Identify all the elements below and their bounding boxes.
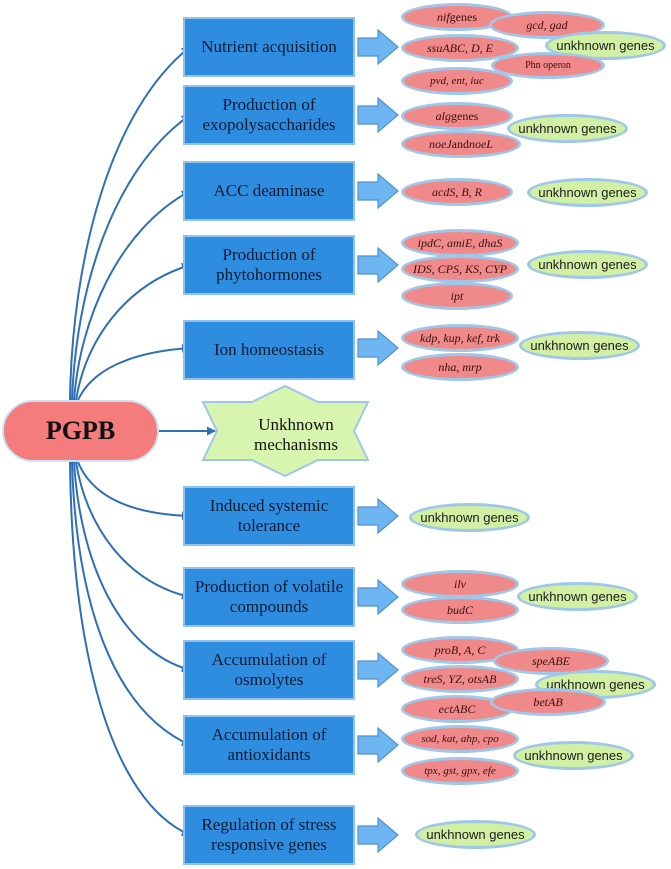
box-antioxidants: Accumulation of antioxidants xyxy=(183,715,355,775)
gene-italic: alg xyxy=(435,108,451,123)
block-arrow xyxy=(357,651,399,689)
gene-oval-gcd: gcd, gad xyxy=(489,11,605,39)
gene-oval-tre: treS, YZ, otsAB xyxy=(401,665,519,693)
block-arrow xyxy=(357,497,399,535)
gene-italic: noeL xyxy=(468,136,493,151)
gene-italic: noeJ xyxy=(429,136,452,151)
gene-oval-alg: alg genes xyxy=(401,102,513,130)
pgpb-node: PGPB xyxy=(2,400,159,462)
unknown-mechanisms-line1: Unkhnown xyxy=(258,415,334,434)
unknown-genes-oval: unkhnown genes xyxy=(409,503,530,532)
unknown-mechanisms-star xyxy=(201,384,370,478)
gene-plain: genes xyxy=(451,108,479,123)
box-nutrient-acquisition: Nutrient acquisition xyxy=(183,17,355,77)
box-volatile-compounds: Production of volatile compounds xyxy=(183,567,355,627)
arrow-to-osmolytes xyxy=(73,461,191,673)
gene-plain: Phn operon xyxy=(525,60,571,71)
unknown-genes-oval: unkhnown genes xyxy=(415,820,536,849)
connector-arrows xyxy=(69,46,216,836)
gene-oval-pvd: pvd, ent, iuc xyxy=(401,67,513,95)
block-arrow xyxy=(357,726,399,764)
box-induced-systemic-tolerance: Induced systemic tolerance xyxy=(183,486,355,546)
arrow-to-phytohormones xyxy=(75,263,191,401)
box-acc-deaminase: ACC deaminase xyxy=(183,161,355,221)
block-arrows xyxy=(357,28,399,854)
arrow-to-volatile xyxy=(75,461,191,600)
arrow-to-ion xyxy=(77,344,191,401)
unknown-genes-oval: unkhnown genes xyxy=(527,250,648,279)
box-exopolysaccharides: Production of exopolysaccharides xyxy=(183,85,355,145)
arrow-to-regulation xyxy=(69,461,191,836)
unknown-mechanisms-label: Unkhnown mechanisms xyxy=(232,415,360,455)
gene-oval-sod: sod, kat, ahp, cpo xyxy=(401,725,519,753)
block-arrow xyxy=(357,816,399,854)
gene-oval-nha: nha, mrp xyxy=(401,353,519,381)
gene-oval-ilv: ilv xyxy=(401,570,519,598)
box-phytohormones: Production of phytohormones xyxy=(183,235,355,295)
gene-oval-kdp: kdp, kup, kef, trk xyxy=(401,324,519,352)
box-ion-homeostasis: Ion homeostasis xyxy=(183,320,355,380)
unknown-genes-oval: unkhnown genes xyxy=(545,31,666,60)
gene-oval-ids: IDS, CPS, KS, CYP xyxy=(401,255,519,283)
block-arrow xyxy=(357,329,399,367)
gene-oval-ipd: ipdC, amiE, dhaS xyxy=(401,229,519,257)
block-arrow xyxy=(357,578,399,616)
unknown-genes-oval: unkhnown genes xyxy=(513,741,634,770)
gene-oval-pro: proB, A, C xyxy=(401,636,519,664)
gene-oval-bud: budC xyxy=(401,596,519,624)
gene-oval-bet: betAB xyxy=(490,688,606,716)
gene-oval-phn: Phn operon xyxy=(491,52,605,79)
unknown-genes-oval: unkhnown genes xyxy=(527,178,648,207)
gene-plain: genes xyxy=(449,9,477,24)
block-arrow xyxy=(357,28,399,66)
gene-oval-ipt: ipt xyxy=(401,282,513,310)
unknown-genes-oval: unkhnown genes xyxy=(519,331,640,360)
unknown-mechanisms-line2: mechanisms xyxy=(253,435,339,454)
gene-oval-tpx: tpx, gst, gpx, efe xyxy=(401,757,519,785)
unknown-genes-oval: unkhnown genes xyxy=(507,114,628,143)
box-regulation-stress-genes: Regulation of stress responsive genes xyxy=(183,805,355,865)
box-osmolytes: Accumulation of osmolytes xyxy=(183,640,355,700)
arrow-to-acc xyxy=(73,190,191,401)
arrow-to-nutrient xyxy=(69,46,191,401)
unknown-genes-oval: unkhnown genes xyxy=(517,582,638,611)
arrow-to-exopolysaccharides xyxy=(71,114,191,401)
block-arrow xyxy=(357,96,399,134)
arrow-to-ist xyxy=(77,461,191,521)
gene-oval-noe: noeJ and noeL xyxy=(401,130,521,158)
arrow-to-antioxidants xyxy=(71,461,191,746)
gene-italic: nif xyxy=(437,9,450,24)
gene-plain: and xyxy=(451,136,469,151)
block-arrow xyxy=(357,172,399,210)
block-arrow xyxy=(357,246,399,284)
gene-oval-acd: acdS, B, R xyxy=(401,178,513,206)
